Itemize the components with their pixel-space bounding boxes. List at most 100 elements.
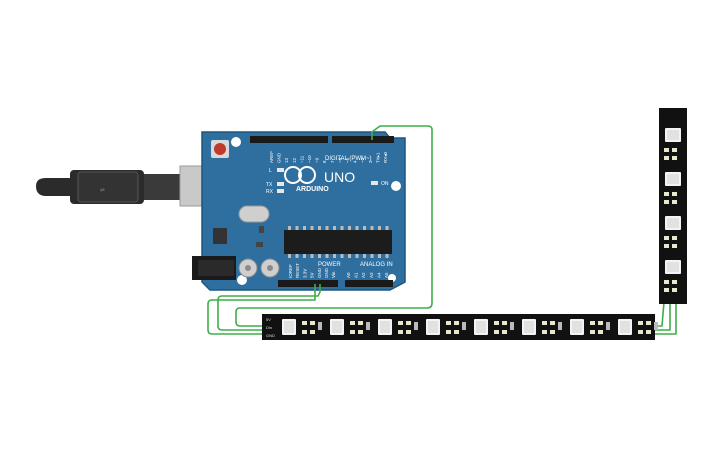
chip-pin [325, 254, 329, 258]
chip-pin [348, 226, 351, 230]
solder-pad [502, 330, 507, 334]
arduino-logo-icon [298, 166, 316, 184]
pin-label: ~3 [360, 157, 365, 163]
led-label-tx: TX [266, 182, 273, 188]
led-l [277, 168, 284, 172]
solder-pad [646, 321, 651, 325]
solder-pad [598, 330, 603, 334]
solder-pad [542, 330, 547, 334]
solder-pad [672, 148, 677, 152]
solder-pad [494, 321, 499, 325]
chip-pin [385, 254, 389, 258]
strip-vertical-pixels [664, 128, 681, 292]
pin-label: ~11 [299, 155, 304, 163]
solder-pad [406, 330, 411, 334]
strip-link-wire[interactable] [655, 302, 671, 331]
board-brand: ARDUINO [296, 186, 329, 193]
ws2812-pixel-die [524, 321, 534, 333]
pin-label: 3.3V [302, 269, 307, 278]
pin-label: AREF [269, 151, 274, 163]
ws2812-pixel-die [284, 321, 294, 333]
led-label-l: L [269, 168, 272, 174]
solder-pad [542, 321, 547, 325]
pin-label: GND [324, 267, 329, 278]
gnd-wire[interactable] [207, 284, 316, 335]
chip-pin [303, 226, 306, 230]
chip-pin [340, 226, 344, 230]
strip-horizontal-body [262, 314, 655, 340]
crystal-oscillator [238, 205, 270, 223]
chip-pin [325, 226, 329, 230]
led-label-rx: RX [266, 189, 274, 195]
status-leds: L TX RX [266, 168, 284, 195]
analog-header [345, 280, 393, 287]
chip-pin [363, 254, 366, 258]
solder-pad [598, 321, 603, 325]
solder-pad [638, 321, 643, 325]
pin-label: A4 [376, 272, 381, 278]
pin-label: 2 [368, 160, 373, 163]
chip-pin [333, 226, 336, 230]
chip-pins [288, 226, 389, 230]
solder-pad [590, 330, 595, 334]
chip-pin [385, 226, 389, 230]
chip-pin [288, 226, 291, 230]
pin-label: 8 [322, 160, 327, 163]
ws2812-pixel-die [667, 262, 679, 272]
smd-capacitor [654, 322, 658, 330]
pin-label: RX◂0 [383, 151, 388, 163]
chip-pin [318, 254, 321, 258]
solder-pad [672, 200, 677, 204]
chip-pin [355, 226, 359, 230]
solder-pad [664, 148, 669, 152]
smd-capacitor [318, 322, 322, 330]
solder-pad [550, 321, 555, 325]
digital-header-right [332, 136, 394, 143]
smd-capacitor [366, 322, 370, 330]
solder-pad [664, 156, 669, 160]
digital-header-left [250, 136, 328, 143]
chip-pin [333, 254, 336, 258]
solder-pad [664, 236, 669, 240]
pin-label: ~6 [337, 157, 342, 163]
led-tx [277, 182, 284, 186]
solder-pad [646, 330, 651, 334]
power-header [278, 280, 338, 287]
smd-capacitor [462, 322, 466, 330]
smd-component [259, 226, 264, 233]
strip-link-wire[interactable] [655, 302, 677, 335]
pin-label: RESET [295, 263, 300, 278]
solder-pad [310, 330, 315, 334]
solder-pad [664, 244, 669, 248]
smd-component [256, 242, 263, 247]
reset-button[interactable] [214, 143, 226, 155]
usb-cable-end [36, 178, 72, 196]
neopixel-strip-vertical[interactable] [659, 108, 687, 304]
strip-horizontal-pixels [282, 319, 658, 335]
neopixel-strip-horizontal[interactable]: 5V Din GND [262, 314, 658, 340]
pin-label: TX▸1 [375, 152, 380, 163]
chip-pin [310, 254, 314, 258]
ws2812-pixel-die [667, 218, 679, 228]
usb-plug-grip [77, 171, 139, 203]
usb-icon: ⇌ [100, 185, 105, 194]
capacitor-top [245, 265, 251, 271]
solder-pad [398, 330, 403, 334]
board-model: UNO [324, 169, 355, 185]
chip-pin [370, 226, 374, 230]
pin-label: 12 [292, 157, 297, 163]
chip-pin [348, 254, 351, 258]
pin-label: 13 [284, 157, 289, 163]
data-wire[interactable] [235, 125, 433, 327]
pin-label: A3 [369, 272, 374, 278]
solder-pad [350, 330, 355, 334]
chip-pin [295, 254, 299, 258]
chip-pin [303, 254, 306, 258]
pin-label: A5 [384, 272, 389, 278]
chip-pin [378, 226, 381, 230]
pin-label: ~5 [345, 157, 350, 163]
strip-pin-label-gnd: GND [266, 333, 275, 338]
